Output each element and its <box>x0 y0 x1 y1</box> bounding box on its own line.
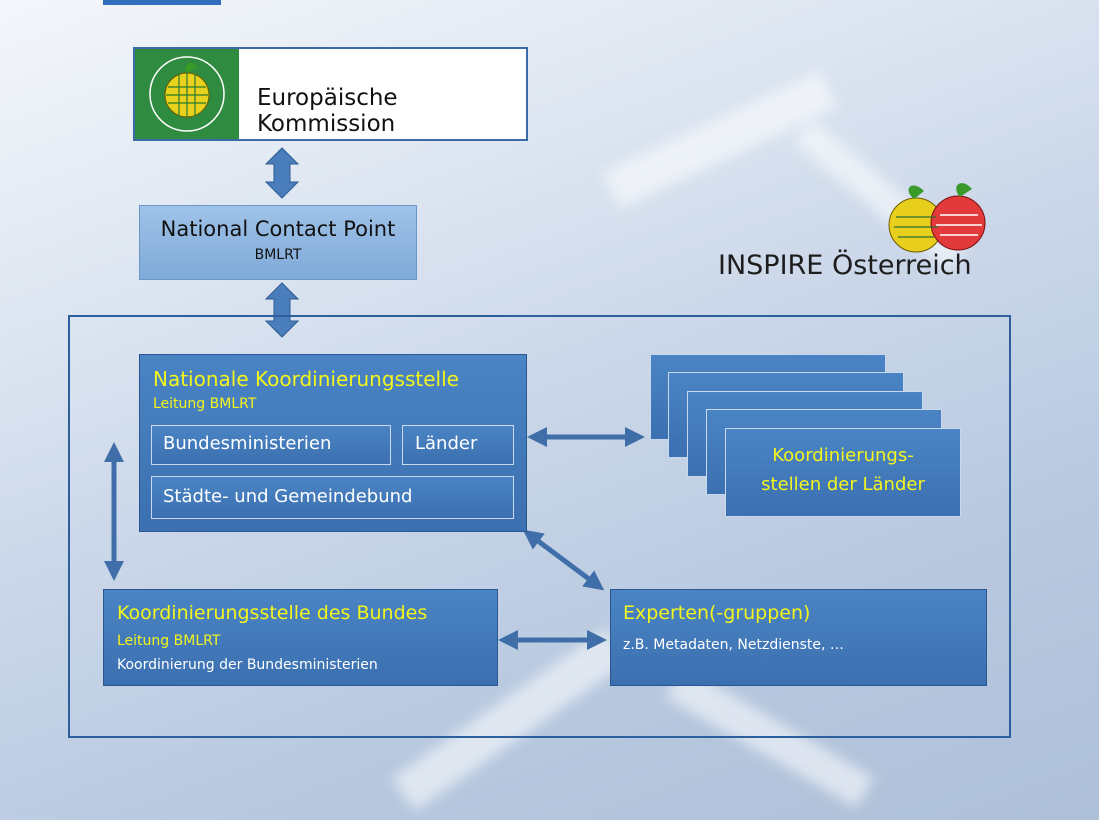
koordinierungsstelle-bund-description: Koordinierung der Bundesministerien <box>117 657 378 673</box>
laender-label-line2: stellen der Länder <box>761 474 925 495</box>
experten-box: Experten(-gruppen) z.B. Metadaten, Netzd… <box>610 589 987 686</box>
national-contact-point-box: National Contact Point BMLRT <box>139 205 417 280</box>
inspire-austria-logo <box>888 177 988 257</box>
experten-title: Experten(-gruppen) <box>623 602 811 624</box>
top-accent-bar <box>103 0 221 5</box>
experten-description: z.B. Metadaten, Netzdienste, … <box>623 637 844 653</box>
inspire-europe-logo <box>135 49 239 139</box>
inspire-austria-label-wrap: INSPIRE Österreich <box>718 250 972 281</box>
nationale-koordinierungsstelle-title: Nationale Koordinierungsstelle <box>153 367 459 391</box>
european-commission-label: Europäische Kommission <box>257 85 398 137</box>
coordination-structure-frame <box>68 315 1011 738</box>
member-bundesministerien: Bundesministerien <box>151 425 391 465</box>
national-contact-point-subtitle: BMLRT <box>254 247 302 263</box>
koordinierungsstelle-bund-lead: Leitung BMLRT <box>117 633 221 649</box>
national-contact-point-title: National Contact Point <box>160 217 396 241</box>
koordinierungsstelle-bund-title: Koordinierungsstelle des Bundes <box>117 602 428 624</box>
koordinierungsstelle-bund-box: Koordinierungsstelle des Bundes Leitung … <box>103 589 498 686</box>
member-staedte-gemeindebund: Städte- und Gemeindebund <box>151 476 514 519</box>
member-laender: Länder <box>402 425 514 465</box>
european-commission-box: Europäische Kommission <box>133 47 528 141</box>
nationale-koordinierungsstelle-box: Nationale Koordinierungsstelle Leitung B… <box>139 354 527 532</box>
koordinierungsstellen-laender-box: Koordinierungs- stellen der Länder <box>725 428 961 517</box>
nationale-koordinierungsstelle-lead: Leitung BMLRT <box>153 396 257 412</box>
arrow-ec-to-ncp <box>264 147 300 199</box>
laender-label-line1: Koordinierungs- <box>772 445 914 466</box>
inspire-austria-title: INSPIRE Österreich <box>718 250 972 281</box>
